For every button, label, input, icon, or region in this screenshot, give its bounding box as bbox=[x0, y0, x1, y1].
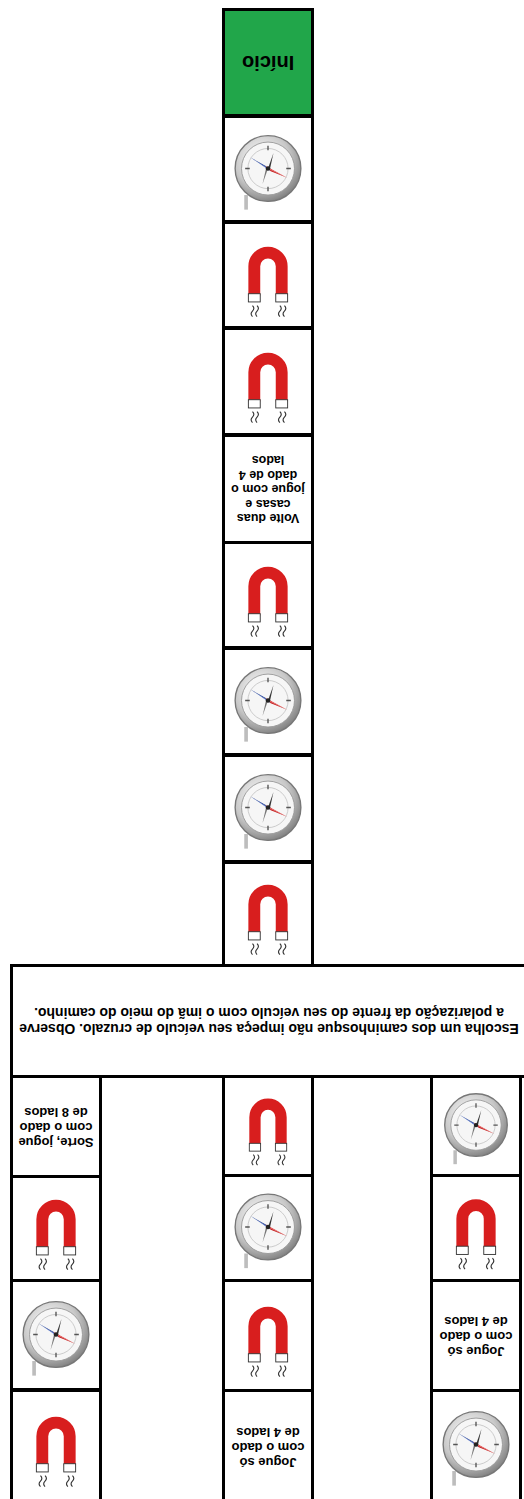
magnet-icon bbox=[248, 253, 287, 317]
magnet-icon bbox=[36, 1423, 75, 1487]
magnet-icon bbox=[36, 1206, 75, 1270]
instruction-cell: Escolha um dos caminhosque não impeça se… bbox=[10, 964, 524, 1078]
magnet-icon bbox=[456, 1205, 495, 1269]
compass-icon bbox=[235, 775, 301, 849]
compass-icon bbox=[235, 1194, 301, 1268]
cell-text: Volte duas casas e jogue com o dado de 4… bbox=[229, 453, 307, 525]
magnet-icon bbox=[248, 573, 287, 637]
instruction-cell: Volte duas casas e jogue com o dado de 4… bbox=[222, 434, 314, 544]
instruction-cell: Jogue só com o dado de 4 lados bbox=[430, 1279, 522, 1392]
compass-icon bbox=[235, 136, 301, 210]
start-cell: Início bbox=[222, 8, 314, 117]
cell-text: Jogue só com o dado de 4 lados bbox=[437, 1313, 515, 1358]
magnet-icon bbox=[248, 1313, 287, 1377]
instruction-cell: Jogue só com o dado de 4 lados bbox=[222, 1389, 314, 1499]
magnet-icon bbox=[249, 1104, 286, 1165]
compass-icon bbox=[23, 1302, 89, 1376]
compass-icon bbox=[445, 1094, 508, 1164]
start-label: Início bbox=[242, 51, 294, 74]
magnet-icon bbox=[248, 891, 287, 955]
compass-icon bbox=[235, 668, 301, 742]
magnet-icon bbox=[248, 359, 287, 423]
compass-icon bbox=[443, 1412, 509, 1486]
cell-text: Escolha um dos caminhosque não impeça se… bbox=[17, 1005, 521, 1037]
cell-text: Jogue só com o dado de 4 lados bbox=[229, 1424, 307, 1469]
cell-text: Sorte, jogue com o dado de 8 lados bbox=[17, 1104, 95, 1149]
instruction-cell: Sorte, jogue com o dado de 8 lados bbox=[10, 1075, 102, 1178]
